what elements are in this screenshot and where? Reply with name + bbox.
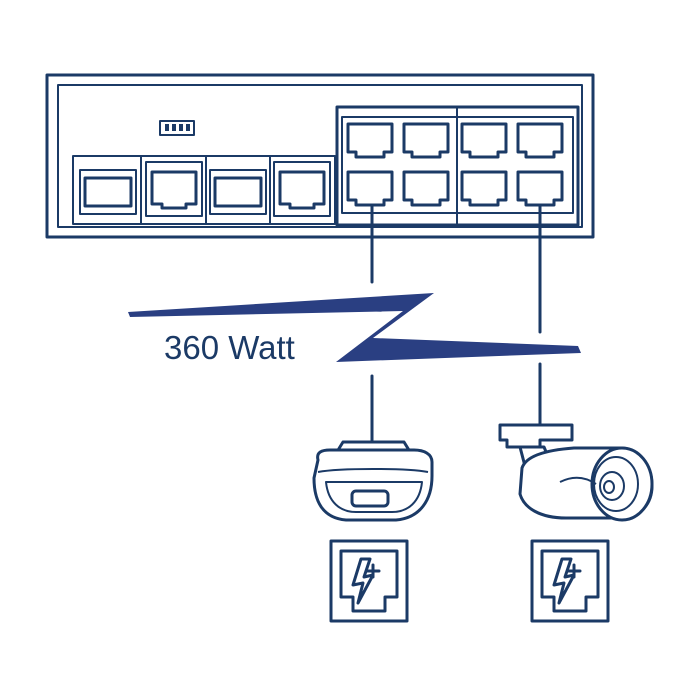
poe-plus-icon-part xyxy=(566,563,582,579)
poe-port xyxy=(346,170,394,207)
rj45-uplink-port xyxy=(145,161,203,217)
poe-plus-icon-part xyxy=(365,563,381,579)
poe-port xyxy=(346,122,394,159)
poe-plus-icon xyxy=(329,539,409,623)
poe-switch xyxy=(45,73,595,239)
sfp-port xyxy=(209,169,267,215)
poe-port xyxy=(516,170,564,207)
poe-plus-icon xyxy=(530,539,610,623)
poe-plus-icon-part xyxy=(329,539,409,623)
poe-plus-icon-part xyxy=(530,539,610,623)
poe-plus-icon-part xyxy=(552,557,576,605)
power-label: 360 Watt xyxy=(164,329,295,366)
poe-plus-icon-part xyxy=(540,549,600,613)
poe-port xyxy=(460,170,508,207)
poe-ports xyxy=(346,122,564,207)
sfp-port xyxy=(79,169,137,215)
dip-switch-icon xyxy=(159,120,195,136)
poe-plus-icon-part xyxy=(351,557,375,605)
poe-port xyxy=(402,122,450,159)
bullet-camera-icon xyxy=(498,423,654,522)
uplink-port-group xyxy=(72,155,336,225)
power-bolt-icon xyxy=(128,293,581,362)
poe-port xyxy=(460,122,508,159)
poe-port xyxy=(516,122,564,159)
poe-plus-icon-part xyxy=(339,549,399,613)
poe-port xyxy=(402,170,450,207)
dome-camera-icon xyxy=(312,440,434,522)
rj45-uplink-port xyxy=(273,161,331,217)
